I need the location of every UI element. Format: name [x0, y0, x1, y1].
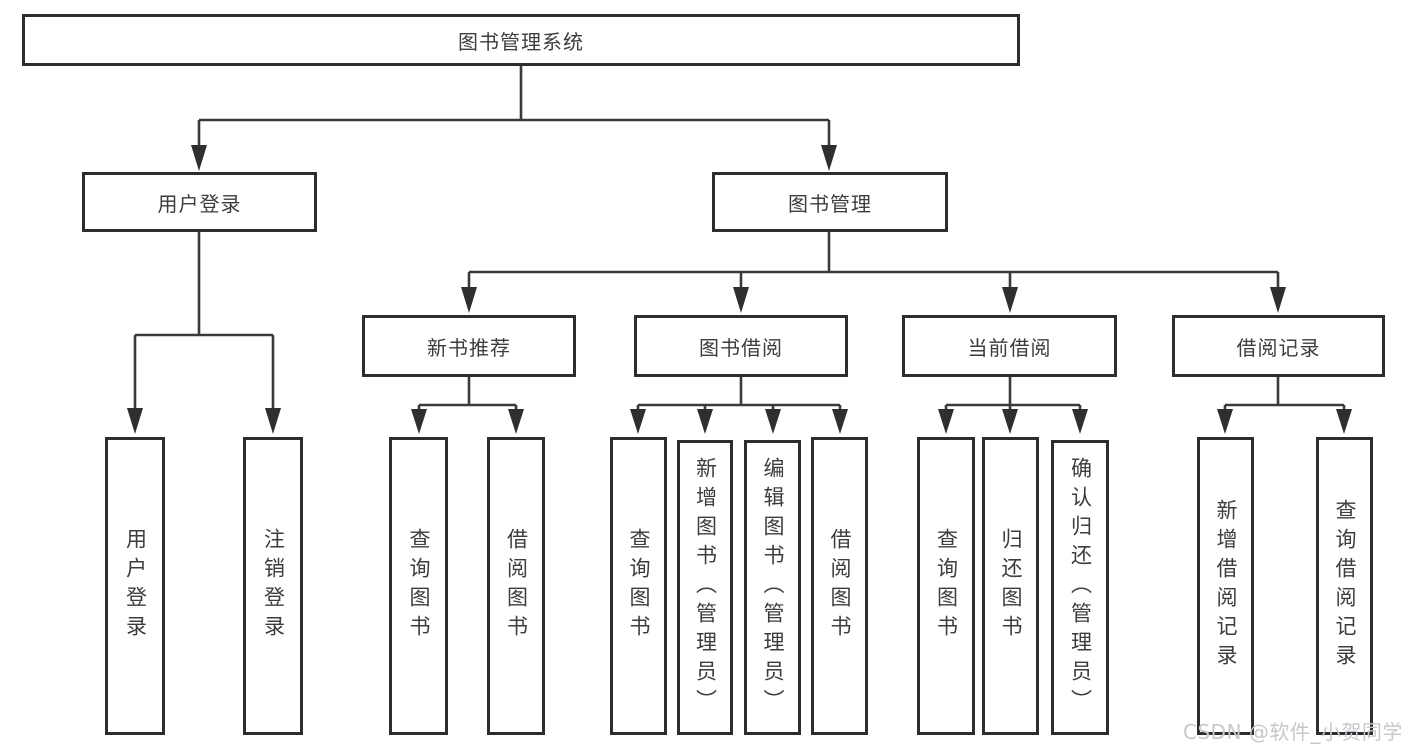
leaf-add-borrow-record: 新增借阅记录	[1197, 437, 1254, 735]
leaf-query-books-recommend: 查询图书	[389, 437, 448, 735]
leaf-borrow-books-recommend: 借阅图书	[487, 437, 545, 735]
leaf-borrow-books-borrow-label: 借阅图书	[828, 528, 852, 644]
leaf-borrow-books-borrow: 借阅图书	[811, 437, 868, 735]
leaf-borrow-books-recommend-label: 借阅图书	[504, 528, 529, 644]
node-user-login: 用户登录	[82, 172, 317, 232]
leaf-edit-book-admin-label: 编辑图书（管理员）	[761, 457, 785, 718]
node-book-management: 图书管理	[712, 172, 948, 232]
leaf-return-book: 归还图书	[982, 437, 1039, 735]
node-book-management-label: 图书管理	[788, 191, 872, 216]
node-book-borrow-label: 图书借阅	[699, 335, 783, 360]
node-borrow-records: 借阅记录	[1172, 315, 1385, 377]
node-current-borrow-label: 当前借阅	[967, 335, 1052, 360]
leaf-query-books-current: 查询图书	[917, 437, 975, 735]
leaf-query-books-current-label: 查询图书	[934, 528, 959, 644]
leaf-user-login: 用户登录	[105, 437, 165, 735]
node-root: 图书管理系统	[22, 14, 1020, 66]
watermark-text: CSDN @软件_小贺同学	[1183, 720, 1403, 744]
leaf-logout-label: 注销登录	[261, 528, 286, 644]
leaf-user-login-label: 用户登录	[123, 528, 148, 644]
leaf-query-books-recommend-label: 查询图书	[407, 528, 431, 644]
leaf-query-books-borrow-label: 查询图书	[627, 528, 651, 644]
leaf-add-book-admin: 新增图书（管理员）	[677, 440, 733, 735]
leaf-edit-book-admin: 编辑图书（管理员）	[744, 440, 801, 735]
node-root-label: 图书管理系统	[458, 29, 584, 54]
node-borrow-records-label: 借阅记录	[1236, 335, 1321, 360]
node-new-book-recommend-label: 新书推荐	[427, 335, 511, 360]
leaf-add-book-admin-label: 新增图书（管理员）	[693, 457, 718, 718]
node-user-login-label: 用户登录	[157, 191, 242, 216]
leaf-confirm-return-admin: 确认归还（管理员）	[1051, 440, 1109, 735]
leaf-query-borrow-record-label: 查询借阅记录	[1333, 499, 1357, 673]
node-current-borrow: 当前借阅	[902, 315, 1117, 377]
node-book-borrow: 图书借阅	[634, 315, 848, 377]
leaf-confirm-return-admin-label: 确认归还（管理员）	[1068, 457, 1093, 718]
leaf-add-borrow-record-label: 新增借阅记录	[1214, 499, 1238, 673]
leaf-query-books-borrow: 查询图书	[610, 437, 667, 735]
node-new-book-recommend: 新书推荐	[362, 315, 576, 377]
leaf-query-borrow-record: 查询借阅记录	[1316, 437, 1373, 735]
leaf-return-book-label: 归还图书	[999, 528, 1023, 644]
leaf-logout: 注销登录	[243, 437, 303, 735]
